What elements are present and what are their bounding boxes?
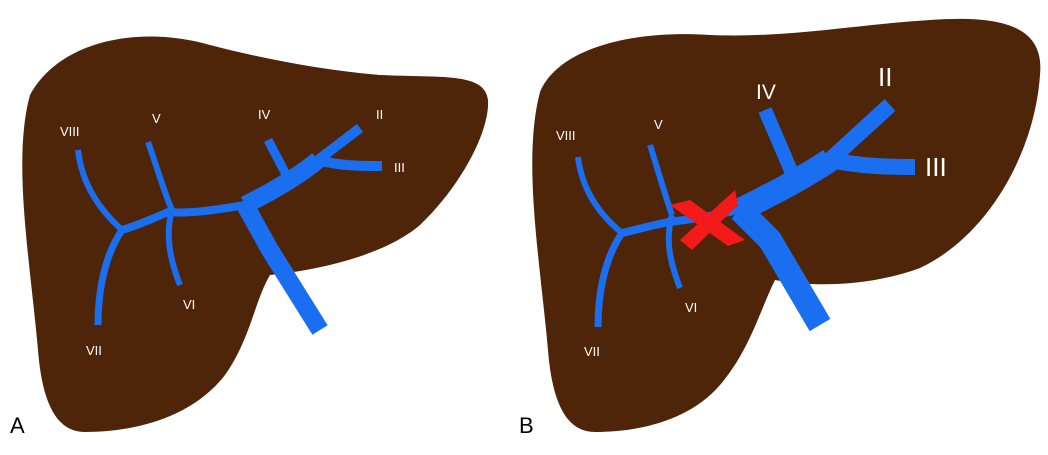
- segment-label-viii: VIII: [556, 128, 576, 143]
- segment-label-iii: III: [394, 160, 405, 175]
- segment-label-viii: VIII: [60, 124, 80, 139]
- segment-label-iii: III: [925, 152, 947, 182]
- panel-a: VIII V IV II III VI VII A: [10, 37, 488, 438]
- segment-label-v: V: [152, 111, 161, 126]
- segment-label-vi: VI: [183, 297, 195, 312]
- panel-b: VIII V IV II III VI VII B: [519, 19, 1040, 438]
- panel-letter-b: B: [519, 413, 534, 438]
- segment-label-vii: VII: [584, 344, 600, 359]
- segment-label-iv: IV: [756, 81, 776, 104]
- panel-letter-a: A: [10, 413, 25, 438]
- segment-label-iv: IV: [258, 107, 271, 122]
- segment-label-ii: II: [376, 107, 383, 122]
- segment-label-vii: VII: [86, 343, 102, 358]
- liver-silhouette: [532, 19, 1040, 432]
- segment-label-vi: VI: [685, 300, 697, 315]
- segment-label-ii: II: [878, 62, 892, 92]
- segment-label-v: V: [654, 117, 663, 132]
- vein-branch-iii: [830, 160, 915, 167]
